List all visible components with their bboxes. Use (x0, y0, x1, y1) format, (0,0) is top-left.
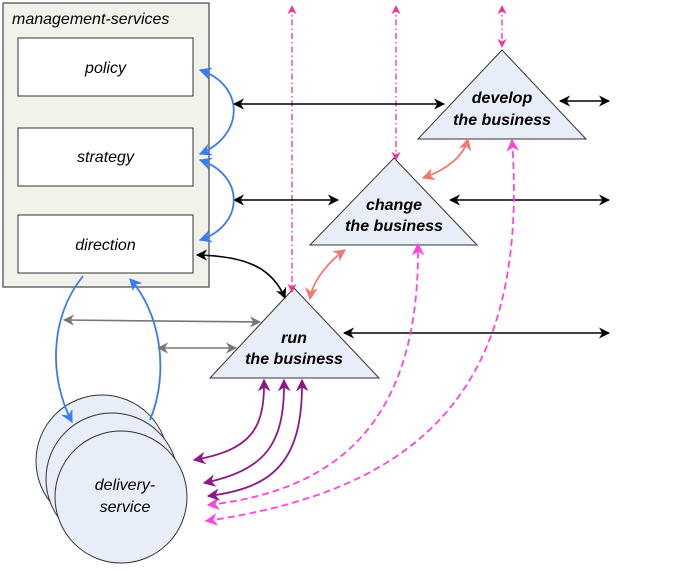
delivery-label-line1: delivery- (95, 477, 155, 494)
gray-arrows (62, 314, 262, 354)
arrow-delivery-to-direction (129, 278, 162, 421)
arrow-run-delivery-1 (192, 378, 271, 465)
arrow-run-delivery-3 (206, 378, 309, 501)
management-services-panel: management-services policy strategy dire… (2, 2, 210, 288)
direction-box: direction (17, 214, 194, 274)
strategy-label: strategy (77, 149, 135, 166)
develop-label-line2: the business (453, 112, 551, 129)
arrow-run-change (305, 249, 347, 301)
arrow-gray-upper (62, 314, 262, 328)
run-label-line2: the business (245, 351, 343, 368)
develop-label-line1: develop (472, 90, 533, 107)
delivery-circle-front (54, 430, 188, 564)
panel-title: management-services (12, 11, 169, 28)
run-label-line1: run (281, 330, 307, 347)
change-triangle: change the business (308, 157, 479, 246)
magenta-dashed-arrows (204, 138, 520, 526)
arrow-run-delivery-2 (202, 378, 291, 487)
direction-label: direction (75, 237, 136, 254)
arrow-direction-run (195, 249, 287, 300)
external-input-arrows (287, 5, 507, 293)
change-label-line1: change (366, 197, 422, 214)
arrow-change-develop (421, 137, 472, 181)
develop-triangle: develop the business (416, 49, 588, 140)
strategy-box: strategy (17, 127, 194, 187)
delivery-service-node: delivery- service (35, 394, 188, 564)
policy-label: policy (84, 60, 127, 77)
purple-arrows (192, 378, 309, 501)
arrow-direction-to-delivery (55, 275, 84, 424)
change-label-line2: the business (345, 218, 443, 235)
arrow-develop-delivery (204, 138, 520, 526)
policy-box: policy (17, 37, 194, 97)
delivery-label-line2: service (100, 499, 151, 516)
